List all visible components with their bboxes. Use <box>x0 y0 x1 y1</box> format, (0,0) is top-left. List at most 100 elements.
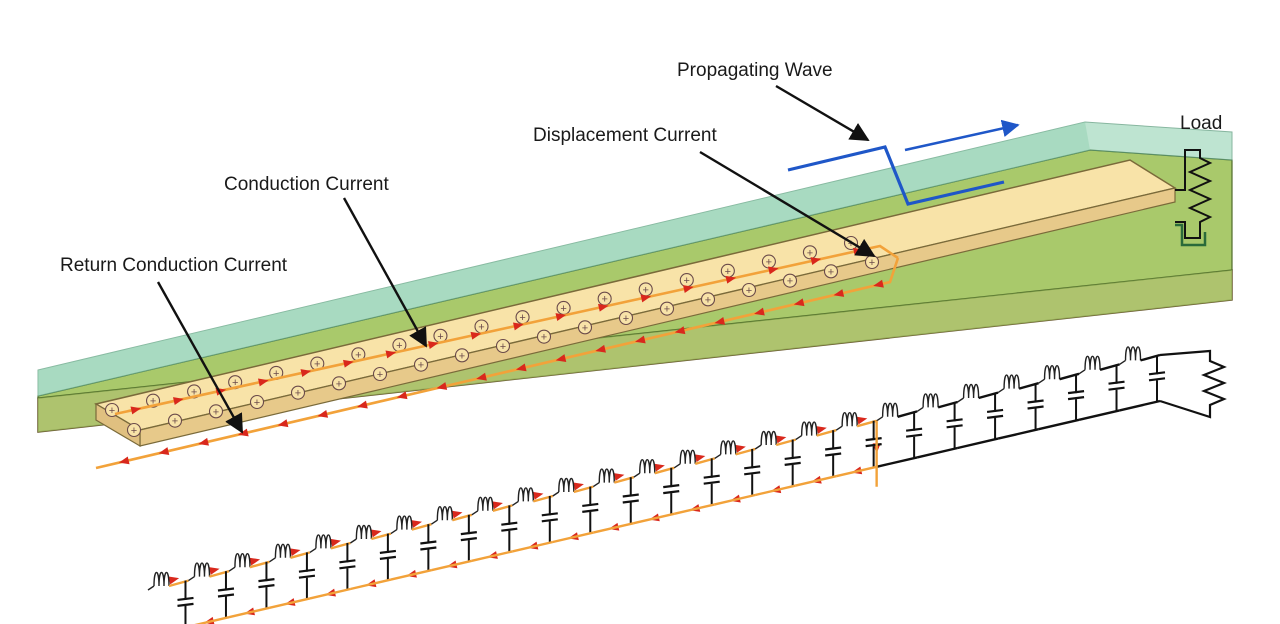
return-current-arrow <box>793 298 805 307</box>
ladder-current-arrow <box>330 538 342 547</box>
conduction-current-arrow <box>725 275 737 284</box>
svg-text:+: + <box>705 294 711 306</box>
conduction-current-pointer <box>342 197 428 348</box>
conduction-current-arrow <box>130 406 142 415</box>
ladder-current-arrow <box>856 416 868 425</box>
conduction-current-arrow <box>428 341 439 349</box>
svg-text:+: + <box>355 349 361 361</box>
positive-charge: + <box>741 282 757 298</box>
inductor-section <box>471 496 513 516</box>
equivalent-circuit-ladder <box>147 346 1227 624</box>
dielectric-side <box>38 122 1090 396</box>
capacitor-section <box>825 430 842 477</box>
capacitor-section <box>1067 373 1085 420</box>
positive-charge: + <box>700 292 716 307</box>
positive-charges: ++++++++++++++++++++++++++++++++++++++ <box>104 235 880 438</box>
capacitor-section <box>663 467 680 514</box>
positive-charge: + <box>823 264 839 279</box>
inductor-section <box>188 562 230 582</box>
ladder-current-arrow <box>573 482 584 491</box>
return-current-arrow <box>198 437 209 446</box>
inductor-section <box>430 505 473 525</box>
svg-text:+: + <box>396 340 402 352</box>
positive-charge: + <box>249 394 265 410</box>
capacitor-section <box>379 533 397 580</box>
return-current-arrow <box>357 400 368 409</box>
return-rail-segment <box>795 475 837 487</box>
inductor-section <box>1119 346 1161 365</box>
return-current-arrow <box>635 335 646 344</box>
conduction-current-arrow <box>385 350 397 359</box>
svg-text:+: + <box>437 331 443 343</box>
positive-charge: + <box>864 254 880 270</box>
ladder-current-arrow <box>208 567 220 575</box>
capacitor-section <box>986 392 1004 439</box>
inductor-section <box>997 374 1039 394</box>
return-current-arrow <box>515 363 527 372</box>
return-conduction-current-pointer <box>156 281 244 434</box>
inductor-section <box>1038 364 1080 384</box>
inductor-section <box>714 440 756 459</box>
return-current-arrow <box>476 372 487 381</box>
svg-text:+: + <box>295 388 301 400</box>
return-rail-segment <box>1038 418 1080 431</box>
capacitor-section <box>420 524 437 571</box>
capacitor-section <box>905 411 923 458</box>
return-rail-segment <box>673 503 715 515</box>
inductor-section <box>228 553 270 572</box>
propagating-wave-pointer <box>775 84 870 142</box>
ladder-current-arrow <box>249 557 261 566</box>
capacitor-section <box>582 486 599 533</box>
positive-charge: + <box>597 291 612 306</box>
displacement-current-pointer <box>699 150 876 258</box>
conduction-current-label: Conduction Current <box>224 174 389 195</box>
return-rail-segment <box>754 484 796 497</box>
return-rail-segment <box>512 540 554 553</box>
ladder-current-arrow <box>370 529 382 538</box>
displacement-current-label: Displacement Current <box>533 125 717 146</box>
conduction-current-arrow <box>300 369 312 377</box>
svg-text:+: + <box>213 406 219 418</box>
capacitor-section <box>744 449 761 495</box>
conduction-current-arrow <box>258 378 269 387</box>
conduction-current-path <box>114 244 899 416</box>
return-current-arrow <box>277 419 289 428</box>
capacitor-section <box>1027 383 1044 430</box>
return-current-arrow <box>238 428 249 437</box>
svg-text:+: + <box>828 266 834 278</box>
positive-charge: + <box>515 310 530 325</box>
svg-text:+: + <box>787 276 793 288</box>
capacitor-section <box>501 505 518 552</box>
return-rail-segment <box>876 456 918 468</box>
return-current-arrow <box>873 279 884 288</box>
capacitor-section <box>541 496 558 542</box>
svg-text:+: + <box>807 247 813 259</box>
svg-text:+: + <box>500 341 506 353</box>
inductor-section <box>552 477 594 497</box>
wave-step <box>787 145 1005 206</box>
return-current-arrow <box>754 307 765 316</box>
load-resistor <box>1175 149 1213 239</box>
conduction-current-arrow <box>555 313 567 321</box>
return-rail-segment <box>593 522 635 534</box>
svg-text:+: + <box>601 294 607 306</box>
return-rail-segment <box>1119 399 1161 412</box>
conduction-current-arrow <box>598 303 609 312</box>
svg-text:+: + <box>519 312 525 324</box>
inductor-section <box>835 411 877 431</box>
return-rail-segment <box>552 531 594 544</box>
positive-charge: + <box>126 422 142 438</box>
ladder-current-arrow <box>775 435 787 444</box>
capacitor-section <box>298 552 316 599</box>
positive-charge: + <box>536 329 552 344</box>
ladder-current-arrow <box>816 426 827 434</box>
return-rail-segment <box>269 597 311 609</box>
positive-charge: + <box>720 263 735 278</box>
return-current-arrow <box>714 316 726 325</box>
positive-charge: + <box>679 273 694 288</box>
return-current-arrow <box>158 447 170 455</box>
svg-text:+: + <box>109 405 115 417</box>
positive-charge: + <box>208 404 224 419</box>
inductor-section <box>511 487 554 506</box>
